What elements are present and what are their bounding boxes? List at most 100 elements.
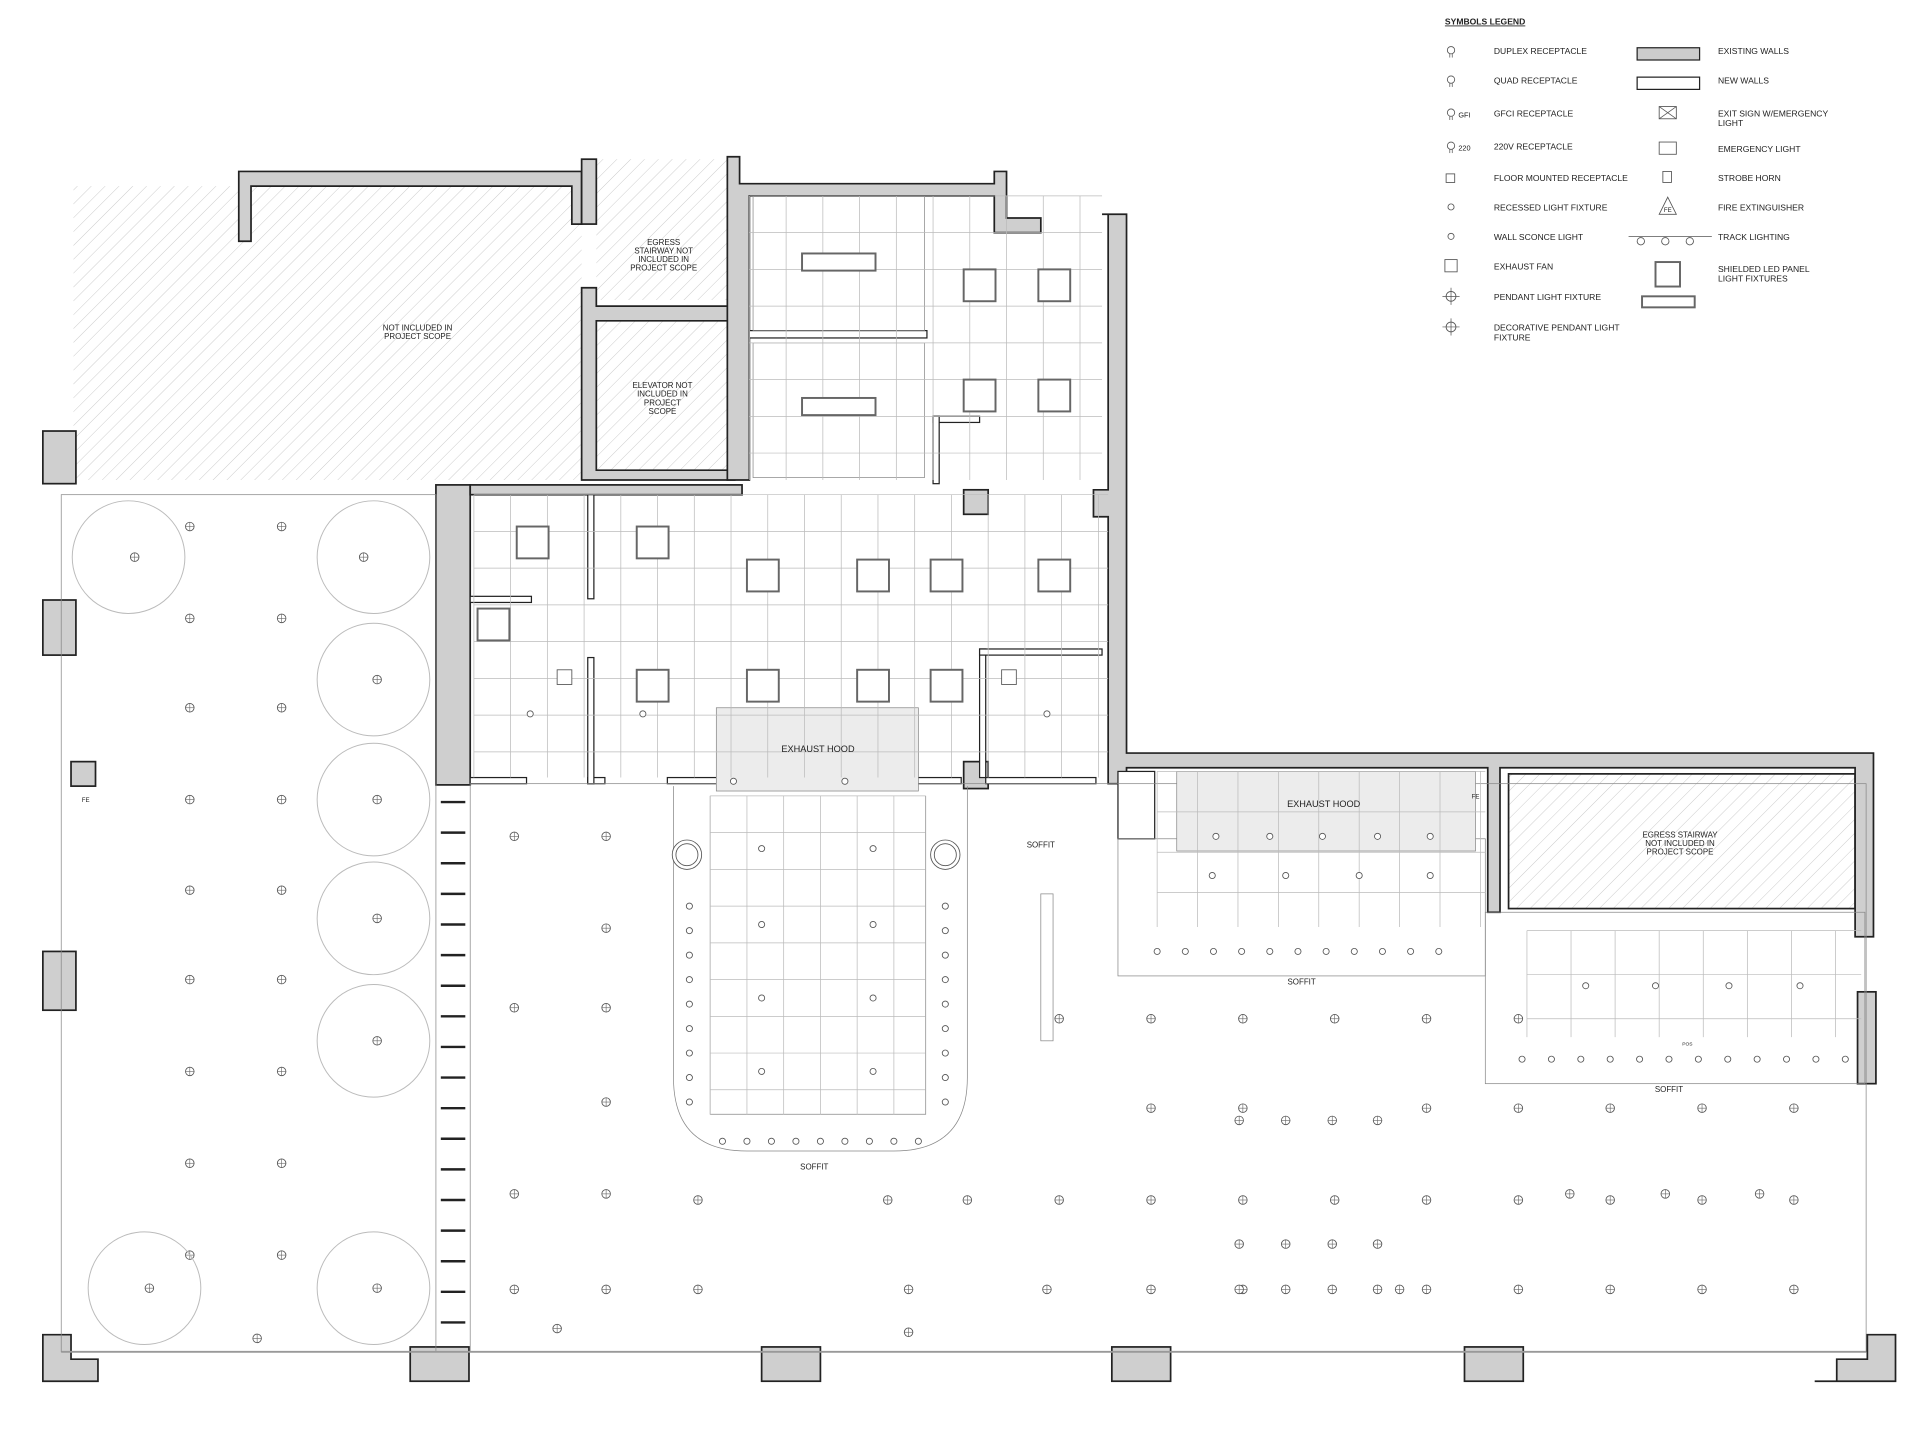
legend-item-r3: EMERGENCY LIGHT (1658, 141, 1801, 155)
booth-outline (87, 1231, 202, 1345)
pendant-light-icon (1442, 287, 1460, 305)
recessed-light-icon (841, 777, 849, 785)
recessed-light-icon (685, 1098, 693, 1106)
pendant-light-icon (372, 794, 382, 805)
exhaust-hood-label-2: EXHAUST HOOD (1287, 799, 1361, 809)
legend-item-r6: TRACK LIGHTING (1628, 232, 1790, 246)
pendant-light-icon (601, 831, 611, 842)
pendant-light-icon (1789, 1195, 1799, 1205)
recessed-light-icon (1212, 832, 1220, 840)
legend-label: EXISTING WALLS (1718, 46, 1789, 56)
recessed-light-icon (729, 777, 737, 785)
pendant-light-icon (358, 552, 369, 562)
pendant-light-icon (1042, 1284, 1052, 1295)
elevator-zone (596, 320, 735, 471)
recessed-light-icon (1282, 872, 1290, 879)
pendant-light-icon (1238, 1195, 1248, 1205)
pendant-light-icon (509, 1189, 519, 1199)
booth-outline (316, 861, 431, 976)
220v-receptacle-icon (1446, 141, 1456, 154)
legend-label: TRACK LIGHTING (1718, 232, 1790, 242)
pendant-light-icon (372, 913, 382, 924)
recessed-light-icon (526, 710, 534, 718)
pendant-light-icon (1146, 1014, 1156, 1024)
recessed-light-icon (1547, 1055, 1555, 1063)
emergency-light-icon (1658, 141, 1677, 155)
recessed-light-icon (685, 1025, 693, 1033)
pendant-light-icon (883, 1195, 893, 1205)
plan-labels: NOT INCLUDED IN PROJECT SCOPE EGRESS STA… (383, 238, 1718, 1171)
legend-label: PENDANT LIGHT FIXTURE (1494, 292, 1601, 302)
exhaust-fan-icon (556, 669, 573, 685)
pendant-light-icon (185, 885, 195, 895)
led-panel-icon (1037, 268, 1072, 303)
new-wall-icon (1636, 76, 1701, 90)
legend-item-1: QUAD RECEPTACLE (1446, 75, 1578, 87)
pendant-light-icon (276, 1250, 287, 1260)
recessed-light-icon (1294, 947, 1302, 955)
recessed-light-icon (1812, 1055, 1820, 1063)
led-panel-icon (856, 558, 890, 593)
pendant-light-icon (1513, 1195, 1524, 1205)
not-included-label: NOT INCLUDED IN (383, 324, 453, 333)
recessed-light-icon (1435, 947, 1443, 955)
recessed-light-icon (1350, 947, 1358, 955)
recessed-light-icon (841, 1137, 849, 1145)
pendant-light-icon (276, 1066, 287, 1077)
fe-tag: FE (1664, 207, 1672, 214)
pendant-light-icon (1281, 1284, 1291, 1295)
legend-label: 220V RECEPTACLE (1494, 141, 1573, 151)
recessed-light-icon (1724, 1055, 1732, 1063)
pendant-light-icon (1421, 1195, 1432, 1205)
pendant-light-icon (276, 703, 287, 713)
recessed-light-icon (941, 1000, 949, 1008)
not-included-zone (73, 186, 582, 481)
recessed-light-icon (1753, 1055, 1761, 1063)
pendant-light-icon (144, 1283, 155, 1293)
legend-label: EMERGENCY LIGHT (1718, 144, 1801, 154)
booth-outline (316, 984, 431, 1098)
legend-label: NEW WALLS (1718, 75, 1769, 85)
egress-label-3: INCLUDED IN (638, 255, 689, 264)
pendant-light-icon (276, 974, 287, 985)
recessed-light-icon (1606, 1055, 1614, 1063)
recessed-light-icon (941, 976, 949, 984)
pendant-light-icon (1421, 1284, 1432, 1295)
pendant-light-icon (1327, 1239, 1337, 1249)
recessed-light-icon (1322, 947, 1330, 955)
led-panel-icon (801, 252, 877, 272)
pendant-light-icon (372, 1036, 382, 1046)
legend-label: EXHAUST FAN (1494, 261, 1553, 271)
exhaust-fan-icon (1001, 669, 1017, 685)
pendant-light-icon (1238, 1103, 1248, 1113)
recessed-light-icon (1209, 947, 1217, 955)
pendant-light-icon (1234, 1284, 1244, 1295)
egress-label-4: PROJECT SCOPE (630, 264, 697, 273)
strobe-horn-icon (1662, 171, 1672, 183)
recessed-light-icon (1582, 982, 1590, 990)
recessed-light-icon (1181, 947, 1189, 955)
pendant-light-icon (1394, 1284, 1405, 1295)
led-panel-icon (745, 558, 780, 593)
recessed-light-icon (758, 845, 766, 853)
pendant-light-icon (276, 885, 287, 895)
recessed-light-icon (1238, 947, 1246, 955)
recessed-light-icon (865, 1137, 873, 1145)
pendant-light-icon (185, 1066, 195, 1077)
recessed-light-icon (1355, 872, 1363, 879)
fire-extinguisher-icon: FE (82, 797, 90, 804)
legend-label: SHIELDED LED PANEL (1718, 264, 1810, 274)
egress-stair-zone (596, 159, 735, 300)
pendant-light-icon (962, 1195, 973, 1205)
recessed-light-icon (1043, 710, 1051, 718)
wall-sconce-icon (1447, 232, 1455, 240)
pendant-light-icon (509, 1003, 519, 1013)
recessed-light-icon (758, 921, 766, 928)
recessed-light-icon (1841, 1055, 1849, 1063)
legend-tag: 220 (1458, 144, 1470, 153)
legend-label: FLOOR MOUNTED RECEPTACLE (1494, 173, 1628, 183)
pendant-light-icon (1697, 1284, 1707, 1295)
